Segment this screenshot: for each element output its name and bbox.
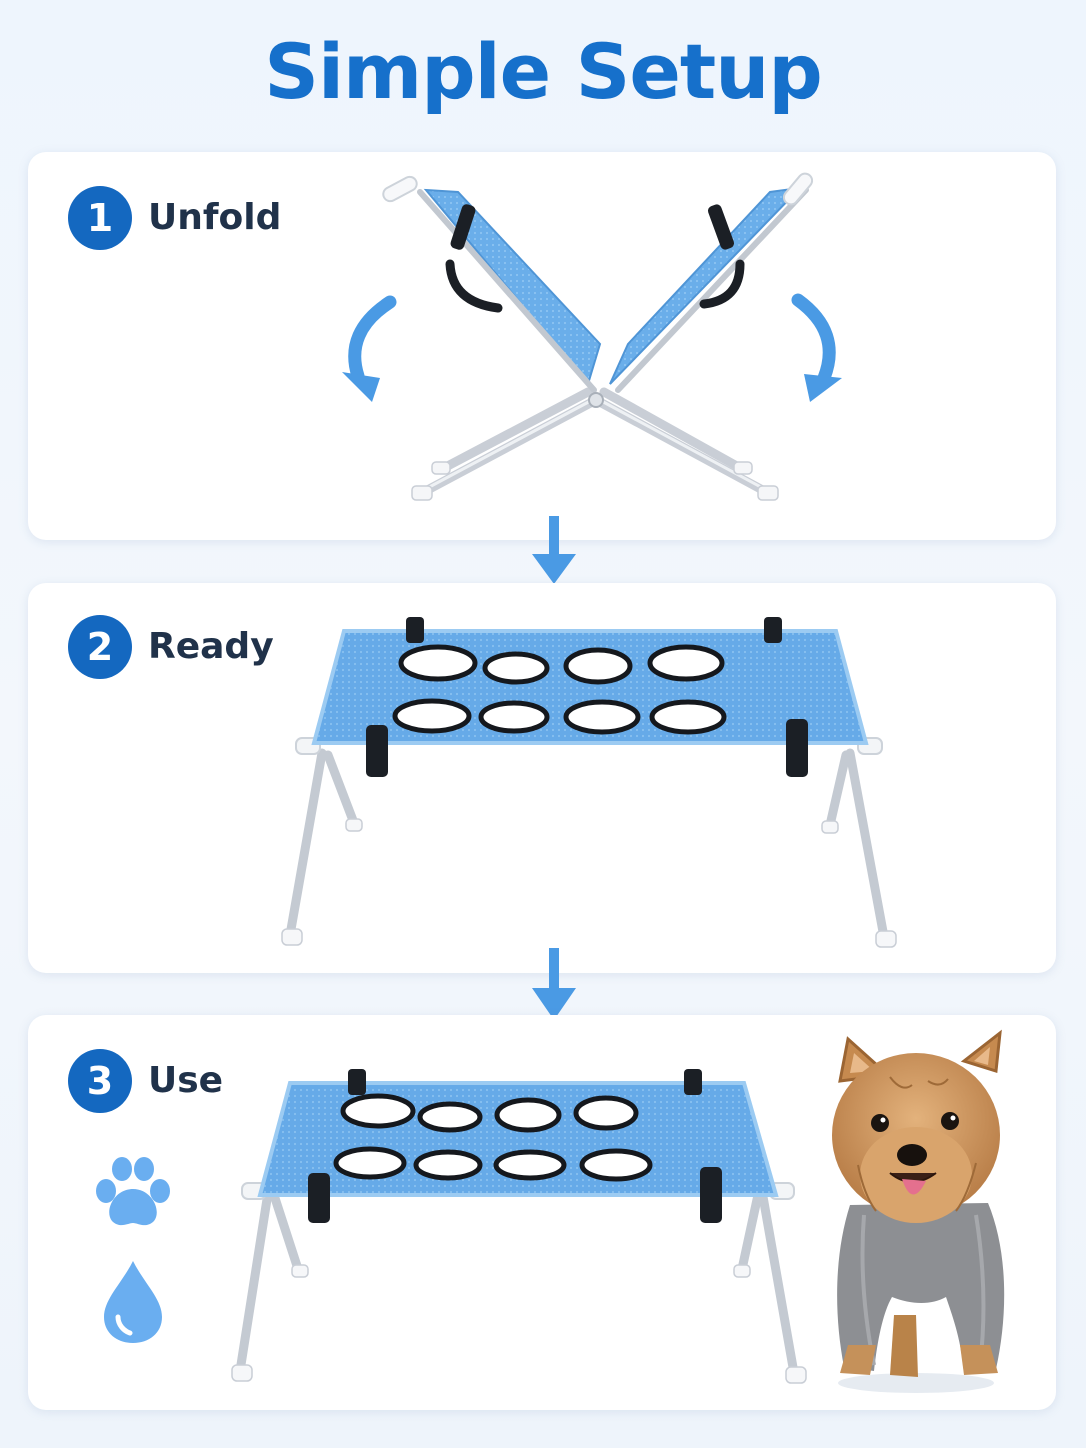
bed-with-dog-illustration: [231, 1029, 1005, 1393]
yorkshire-terrier-dog-image: [832, 1029, 1005, 1393]
step-card-unfold: 1 Unfold: [28, 152, 1056, 540]
page-title: Simple Setup: [264, 27, 823, 116]
unfold-arrow-left-icon: [342, 295, 397, 402]
paw-icon: [96, 1157, 170, 1226]
step-card-use: 3 Use: [28, 1015, 1056, 1410]
step-number-badge: 3: [68, 1049, 132, 1113]
down-arrow-icon: [532, 948, 576, 1020]
down-arrow-icon: [532, 516, 576, 584]
water-drop-icon: [104, 1261, 162, 1343]
unfold-arrow-right-icon: [791, 293, 842, 402]
step-label: Ready: [148, 626, 274, 667]
unfolded-bed-illustration: [281, 617, 897, 948]
step-number-badge: 1: [68, 186, 132, 250]
step-label: Unfold: [148, 197, 282, 238]
step-number-badge: 2: [68, 615, 132, 679]
step-card-ready: 2 Ready: [28, 583, 1056, 973]
folded-bed-illustration: [342, 172, 842, 501]
step-label: Use: [148, 1060, 224, 1101]
